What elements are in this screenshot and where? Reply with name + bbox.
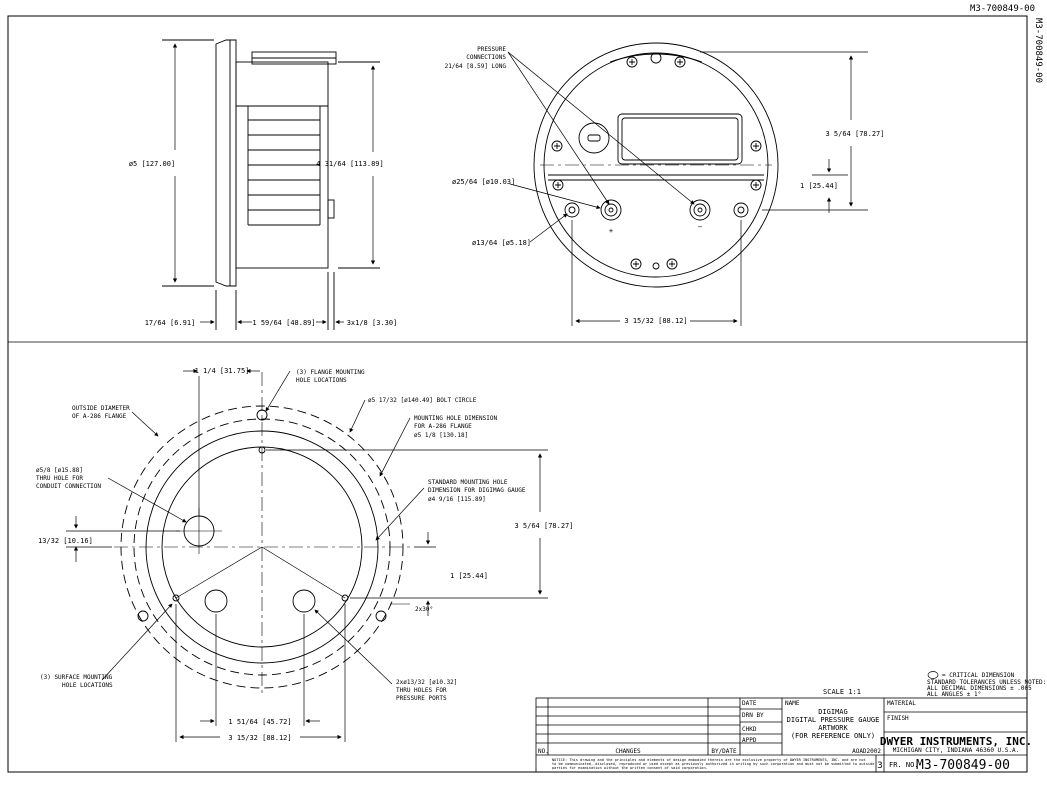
notice-line-3: parties for examination without the writ… — [552, 766, 708, 770]
critical-note-3: ALL DECIMAL DIMENSIONS ± .005 — [927, 685, 1032, 692]
side-port-length: 3x1/8 [3.30] — [347, 319, 398, 327]
side-view-dimensions — [172, 43, 376, 325]
cutout-surface-2: HOLE LOCATIONS — [62, 682, 113, 689]
cutout-outside-dia-2: OF A-286 FLANGE — [72, 413, 127, 420]
cutout-mount-dim-3: ø5 1/8 [130.18] — [414, 432, 468, 439]
cutout-dimensions — [66, 368, 548, 742]
name-label: NAME — [785, 700, 800, 707]
critical-note-2: STANDARD TOLERANCES UNLESS NOTED: — [927, 679, 1046, 686]
cutout-width: 3 15/32 [88.12] — [228, 734, 291, 742]
title-line-1: DIGIMAG — [818, 708, 848, 716]
drawing-number-top: M3-700849-00 — [970, 4, 1035, 14]
no-label: NO. — [538, 748, 549, 755]
chkd-label: CHKD — [742, 726, 757, 733]
changes-label: CHANGES — [615, 748, 641, 755]
drn-label: DRN BY — [742, 712, 764, 719]
cutout-view — [114, 372, 410, 694]
title-line-2: DIGITAL PRESSURE GAUGE — [787, 716, 880, 724]
sheet-number: 3 — [877, 761, 882, 771]
rear-width: 3 15/32 [88.12] — [624, 317, 687, 325]
cutout-offset-top: 1 1/4 [31.75] — [195, 367, 250, 375]
rear-pressure-note-2: CONNECTIONS — [466, 54, 506, 61]
side-view — [162, 39, 380, 330]
side-height-body: 4 31/64 [113.89] — [316, 160, 383, 168]
rear-screws — [551, 52, 762, 270]
date-label: DATE — [742, 700, 757, 707]
drawing-number-side: M3-700849-00 — [1033, 18, 1043, 83]
company-address: MICHIGAN CITY, INDIANA 46360 U.S.A. — [893, 747, 1019, 754]
cutout-flange-holes-2: HOLE LOCATIONS — [296, 377, 347, 384]
scale-label: SCALE 1:1 — [823, 688, 861, 696]
bydate-label: BY/DATE — [711, 748, 737, 755]
cutout-conduit-1: ø5/8 [ø15.88] — [36, 467, 83, 474]
material-label: MATERIAL — [887, 700, 916, 707]
cutout-std-mount-3: ø4 9/16 [115.89] — [428, 496, 486, 503]
cutout-angle: 2x30° — [415, 606, 433, 613]
company-name: DWYER INSTRUMENTS, INC. — [880, 735, 1032, 748]
notice-line-1: NOTICE: This drawing and the principles … — [552, 758, 866, 762]
rear-minus-sign: − — [698, 223, 702, 231]
cutout-offset: 1 [25.44] — [450, 572, 488, 580]
fr-number: M3-700849-00 — [916, 758, 1010, 773]
drawing-border — [7, 15, 1028, 773]
cutout-mount-dim-1: MOUNTING HOLE DIMENSION — [414, 415, 497, 422]
cutout-bolt-circle: ø5 17/32 [ø140.49] BOLT CIRCLE — [368, 397, 477, 404]
cutout-outside-dia-1: OUTSIDE DIAMETER — [72, 405, 130, 412]
cutout-flange-holes-1: (3) FLANGE MOUNTING — [296, 369, 365, 376]
cutout-port-spacing: 1 51/64 [45.72] — [228, 718, 291, 726]
title-code: AOAD2002 — [852, 748, 881, 755]
critical-note-4: ALL ANGLES ± 1° — [927, 691, 981, 698]
rear-offset: 1 [25.44] — [800, 182, 838, 190]
appd-label: APPD — [742, 737, 757, 744]
side-height-overall: ø5 [127.00] — [129, 160, 175, 168]
cutout-surface-1: (3) SURFACE MOUNTING — [40, 674, 113, 681]
critical-dimension-symbol — [927, 671, 939, 679]
rear-height: 3 5/64 [78.27] — [825, 130, 884, 138]
rear-hole-dia: ø13/64 [ø5.18] — [472, 239, 531, 247]
rear-view-dimensions — [507, 51, 868, 326]
cutout-std-mount-2: DIMENSION FOR DIGIMAG GAUGE — [428, 487, 526, 494]
fr-label: FR. NO. — [889, 761, 919, 769]
side-body-depth: 1 59/64 [48.89] — [252, 319, 315, 327]
cutout-height: 3 5/64 [78.27] — [514, 522, 573, 530]
cutout-left-offset: 13/32 [10.16] — [38, 537, 93, 545]
title-line-3: ARTWORK — [818, 724, 848, 732]
rear-plus-sign: + — [609, 227, 613, 235]
cutout-port-holes-2: THRU HOLES FOR — [396, 687, 447, 694]
cutout-conduit-2: THRU HOLE FOR — [36, 475, 83, 482]
rear-port-dia: ø25/64 [ø10.03] — [452, 178, 515, 186]
side-flange-thickness: 17/64 [6.91] — [145, 319, 196, 327]
cutout-conduit-3: CONDUIT CONNECTION — [36, 483, 101, 490]
title-line-4: (FOR REFERENCE ONLY) — [791, 732, 875, 740]
title-block-lines — [535, 697, 1028, 773]
cutout-mount-dim-2: FOR A-286 FLANGE — [414, 423, 472, 430]
cutout-std-mount-1: STANDARD MOUNTING HOLE — [428, 479, 508, 486]
rear-pressure-note-3: 21/64 [8.59] LONG — [445, 63, 507, 70]
cutout-port-holes-1: 2xø13/32 [ø10.32] — [396, 679, 457, 686]
critical-note-1: = CRITICAL DIMENSION — [942, 672, 1015, 679]
finish-label: FINISH — [887, 715, 909, 722]
rear-pressure-note-1: PRESSURE — [477, 46, 506, 53]
rear-view — [533, 42, 779, 288]
notice-line-2: to be communicated, disclosed, reproduce… — [552, 762, 874, 766]
cutout-port-holes-3: PRESSURE PORTS — [396, 695, 447, 702]
